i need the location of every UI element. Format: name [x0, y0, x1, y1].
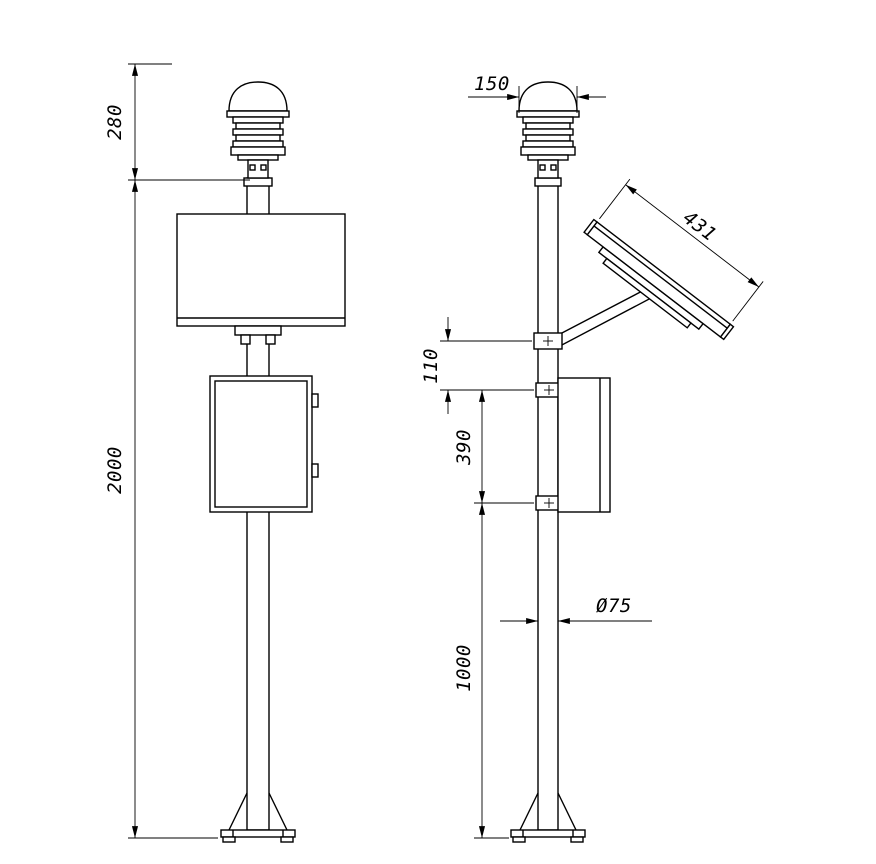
weather-sensor-side [516, 81, 580, 179]
equipment-box-side [557, 377, 611, 513]
base-front [220, 792, 296, 843]
dimension-sensor-height: 280 [104, 63, 250, 181]
dimension-total-height: 2000 [104, 180, 218, 839]
dim-label-150: 150 [474, 73, 510, 95]
dim-label-110: 110 [420, 348, 442, 384]
base-side [510, 792, 586, 843]
dimension-box-to-ground: 1000 [453, 503, 509, 839]
solar-panel: 431 [583, 178, 764, 341]
bracket-clamp [533, 332, 563, 350]
display-panel [176, 213, 346, 345]
dim-label-431: 431 [679, 207, 721, 246]
dim-label-280: 280 [104, 104, 126, 140]
control-cabinet [209, 375, 319, 513]
dim-label-1000: 1000 [453, 644, 475, 692]
dimension-box-span: 390 [453, 390, 534, 504]
dim-label-390: 390 [453, 429, 475, 466]
dimension-bracket-to-box: 110 [420, 317, 534, 414]
dimension-sensor-width: 150 [468, 73, 606, 113]
weather-sensor-front [226, 81, 290, 179]
front-view: 280 2000 [104, 63, 346, 843]
dim-label-diameter-75: Ø75 [596, 595, 632, 617]
dimension-pole-diameter: Ø75 [500, 595, 652, 625]
dim-label-2000: 2000 [104, 446, 126, 494]
solar-bracket-arm [559, 287, 654, 348]
side-view: 431 [420, 73, 764, 843]
